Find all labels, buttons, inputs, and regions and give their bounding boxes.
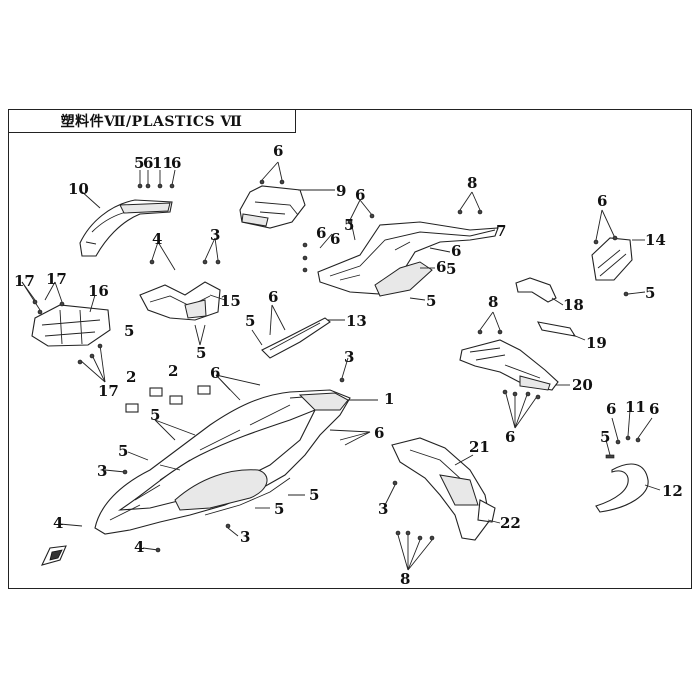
callout: 5	[124, 322, 134, 340]
callout: 6	[143, 154, 153, 172]
callout: 6	[273, 142, 283, 160]
callout: 17	[14, 272, 35, 290]
callout: 11	[625, 398, 646, 416]
callout: 17	[98, 382, 119, 400]
part-9-bracket	[239, 185, 306, 229]
callout: 6	[597, 192, 607, 210]
callout: 5	[426, 292, 436, 310]
callout: 6	[268, 288, 278, 306]
part-21-rear-fender	[391, 437, 496, 541]
callout: 6	[330, 230, 340, 248]
callout: 17	[46, 270, 67, 288]
callout: 9	[336, 182, 346, 200]
callout: 16	[88, 282, 109, 300]
callout: 2	[126, 368, 136, 386]
callout: 5	[134, 154, 144, 172]
leader-lines	[21, 161, 661, 571]
callout: 19	[586, 334, 607, 352]
callout: 3	[344, 348, 354, 366]
callout: 10	[68, 180, 89, 198]
callout: 6	[505, 428, 515, 446]
fasteners	[32, 179, 641, 553]
part-2-blocks	[125, 385, 211, 413]
callout: 5	[309, 486, 319, 504]
callout: 14	[645, 231, 666, 249]
callout: 13	[346, 312, 367, 330]
callout: 4	[134, 538, 144, 556]
part-12-curved-guard	[595, 463, 649, 513]
callout: 18	[563, 296, 584, 314]
callout: 6	[355, 186, 365, 204]
part-13-trim-strip	[261, 317, 331, 359]
callout: 4	[53, 514, 63, 532]
callout: 8	[488, 293, 498, 311]
callout: 3	[210, 226, 220, 244]
part-18-clip-cover	[515, 277, 557, 303]
callout: 6	[171, 154, 181, 172]
callout: 5	[645, 284, 655, 302]
callout: 5	[150, 406, 160, 424]
callout-labels: 10 5 6 11 6 6 9 8 6 6 5 7 6 6 5 6 5 6 14…	[14, 142, 683, 588]
callout: 22	[500, 514, 521, 532]
callout: 8	[400, 570, 410, 588]
callout: 12	[662, 482, 683, 500]
callout: 1	[384, 390, 394, 408]
callout: 6	[606, 400, 616, 418]
callout: 5	[600, 428, 610, 446]
callout: 20	[572, 376, 593, 394]
callout: 5	[245, 312, 255, 330]
callout: 3	[240, 528, 250, 546]
callout: 6	[374, 424, 384, 442]
front-direction-arrow-icon	[40, 545, 67, 566]
callout: 4	[152, 230, 162, 248]
part-16-tray	[31, 304, 111, 347]
part-14-side-cover	[591, 237, 633, 281]
callout: 8	[467, 174, 477, 192]
callout: 21	[469, 438, 490, 456]
part-7-frame-cover	[317, 221, 499, 297]
part-15-mount-bracket	[139, 281, 221, 321]
callout: 6	[649, 400, 659, 418]
callout: 6	[210, 364, 220, 382]
callout: 6	[436, 258, 446, 276]
part-1-rear-body	[94, 389, 351, 535]
diagram-frame	[8, 109, 692, 589]
callout: 3	[97, 462, 107, 480]
callout: 5	[196, 344, 206, 362]
callout: 5	[274, 500, 284, 518]
callout: 3	[378, 500, 388, 518]
callout: 15	[220, 292, 241, 310]
callout: 5	[446, 260, 456, 278]
part-20-rack-panel	[459, 339, 559, 391]
callout: 5	[344, 216, 354, 234]
callout: 11	[152, 154, 173, 172]
callout: 6	[316, 224, 326, 242]
part-10-rear-fairing	[79, 199, 173, 257]
part-19-trim	[537, 321, 577, 337]
page-title: 塑料件Ⅶ/PLASTICS Ⅶ	[60, 113, 243, 130]
title-box: 塑料件Ⅶ/PLASTICS Ⅶ	[8, 109, 296, 133]
callout: 5	[118, 442, 128, 460]
callout: 2	[168, 362, 178, 380]
callout: 6	[451, 242, 461, 260]
callout: 7	[496, 222, 506, 240]
